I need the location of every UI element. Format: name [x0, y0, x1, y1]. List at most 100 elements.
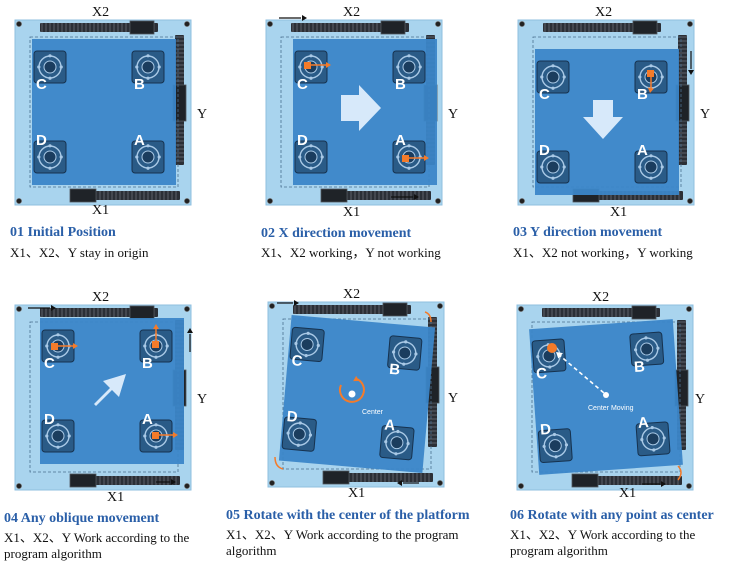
label-x1: X1 — [92, 203, 110, 218]
anchor-marker — [51, 343, 58, 350]
module-bolt — [146, 144, 150, 148]
module-bolt — [154, 355, 158, 359]
panel-description: X1、X2 not working，Y working — [513, 245, 693, 261]
label-x1: X1 — [107, 490, 125, 505]
corner-screw — [267, 198, 273, 204]
label-x2: X2 — [592, 290, 610, 305]
module-bolt — [640, 438, 644, 442]
module-bolt — [396, 65, 400, 69]
module-hub — [292, 427, 306, 441]
rotation-arrow — [338, 378, 365, 403]
corner-label-a: A — [637, 142, 648, 159]
corner-label-c: C — [536, 365, 548, 383]
arrow-head — [153, 324, 159, 329]
module-bolt — [294, 341, 298, 346]
module-hub — [402, 60, 416, 74]
module-bolt — [644, 336, 648, 340]
module-bolt — [536, 355, 540, 359]
panel-description: X1、X2、Y stay in origin — [10, 245, 149, 261]
arrow-head — [187, 328, 193, 333]
rail-body — [70, 191, 180, 200]
module-bolt — [146, 76, 150, 80]
module-bolt — [540, 75, 544, 79]
rail-body — [323, 473, 433, 482]
arrow-head — [171, 479, 176, 485]
module-bolt — [298, 155, 302, 159]
module-bolt — [562, 165, 566, 169]
module-hub — [646, 432, 660, 446]
corner-label-b: B — [637, 86, 648, 103]
bearing-module — [392, 50, 426, 84]
bearing-module — [387, 335, 423, 371]
corner-screw — [686, 483, 692, 489]
bearing-module — [379, 425, 415, 461]
origin-outline — [282, 318, 432, 470]
corner-label-c: C — [36, 76, 47, 93]
module-bolt — [418, 65, 422, 69]
module-bolt — [48, 144, 52, 148]
bearing-module — [635, 421, 671, 457]
corner-label-d: D — [540, 421, 552, 439]
module-hub — [390, 436, 404, 450]
module-bolt — [286, 431, 290, 435]
arrow-head — [661, 481, 666, 487]
anchor-marker — [647, 70, 654, 77]
module-bolt — [638, 75, 642, 79]
module-bolt — [309, 76, 313, 80]
panel-title: 02 X direction movement — [261, 226, 412, 241]
module-bolt — [135, 155, 139, 159]
bearing-module — [289, 326, 325, 363]
label-x2: X2 — [92, 290, 110, 305]
corner-screw — [184, 483, 190, 489]
corner-screw — [184, 306, 190, 312]
label-y: Y — [695, 392, 706, 407]
anchor-marker — [152, 432, 159, 439]
origin-outline — [531, 321, 681, 473]
corner-label-c: C — [44, 355, 55, 372]
corner-label-c: C — [297, 76, 308, 93]
center-moving-path — [557, 353, 605, 394]
rail-body — [293, 305, 411, 314]
module-bolt — [652, 448, 656, 452]
module-bolt — [48, 76, 52, 80]
module-bolt — [304, 354, 308, 358]
module-bolt — [554, 455, 558, 459]
label-y: Y — [197, 392, 208, 407]
rail-body — [542, 308, 660, 317]
module-bolt — [316, 343, 320, 348]
module-hub — [300, 337, 314, 351]
arrow-head — [397, 480, 402, 486]
panel-title: 04 Any oblique movement — [4, 511, 160, 526]
module-bolt — [660, 75, 664, 79]
label-y: Y — [448, 391, 459, 406]
bearing-module — [536, 150, 570, 184]
corner-screw — [686, 306, 692, 312]
corner-label-b: B — [633, 358, 645, 376]
motor — [631, 305, 657, 320]
corner-screw — [437, 303, 443, 309]
arrow-head — [73, 343, 78, 349]
direction-arrow — [94, 374, 126, 406]
panel-title: 01 Initial Position — [10, 225, 116, 240]
motor — [632, 20, 658, 35]
corner-screw — [267, 21, 273, 27]
module-bolt — [146, 166, 150, 170]
module-hub — [644, 160, 658, 174]
anchor-marker — [304, 62, 311, 69]
module-bolt — [67, 434, 71, 438]
module-bolt — [146, 54, 150, 58]
direction-arrow — [583, 100, 623, 139]
module-hub — [51, 429, 65, 443]
corner-label-a: A — [637, 414, 649, 432]
arrow-head — [688, 70, 694, 75]
desc-line: X1、X2、Y Work according to the — [510, 527, 696, 542]
module-bolt — [306, 331, 310, 335]
desc-line: algorithm — [226, 543, 277, 558]
